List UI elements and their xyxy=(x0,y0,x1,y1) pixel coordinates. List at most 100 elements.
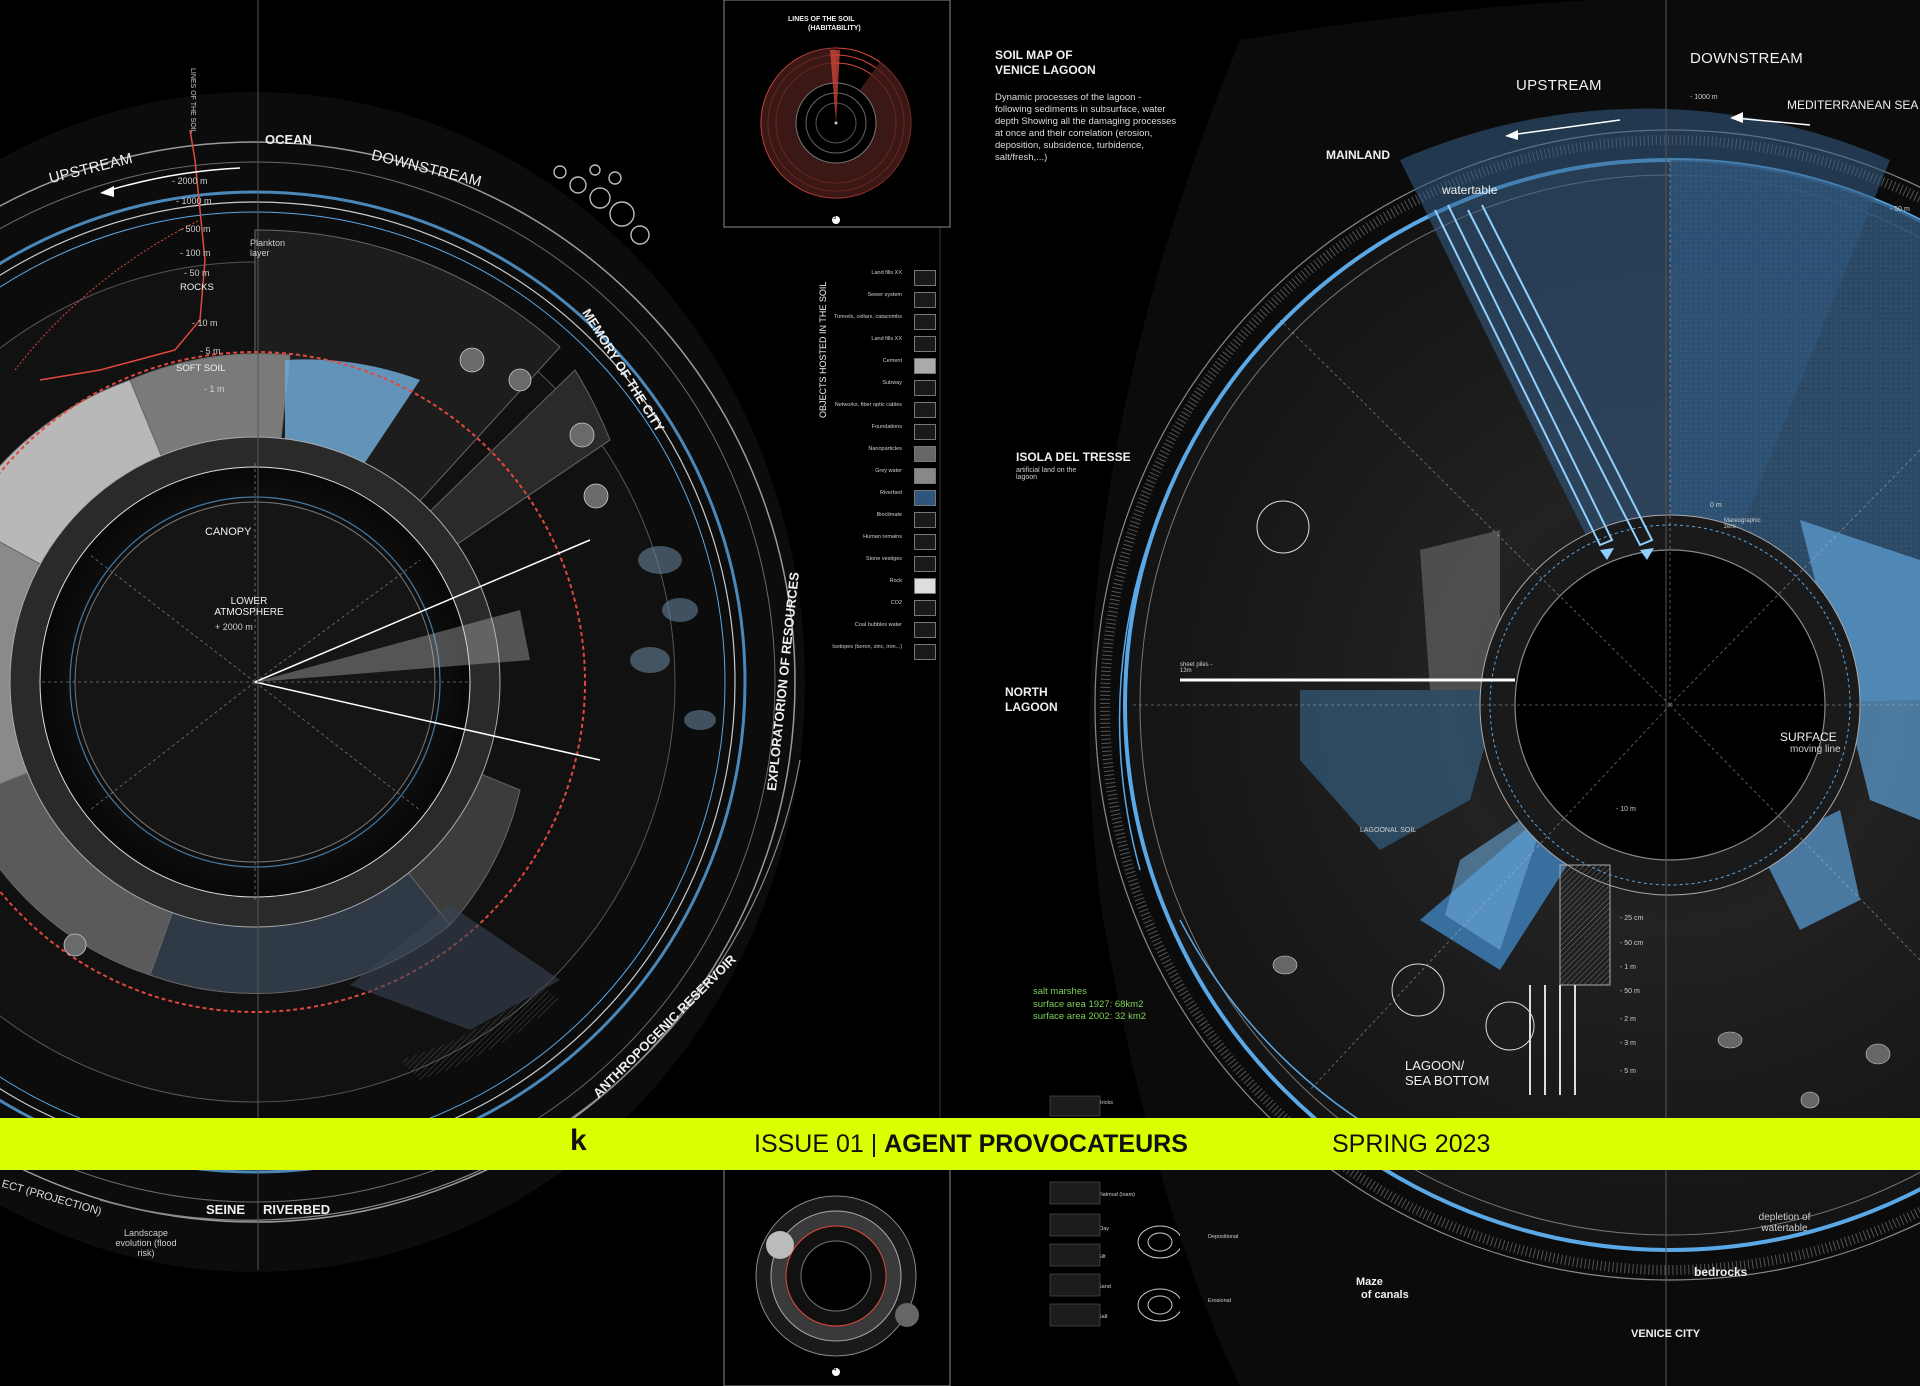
issue-name: AGENT PROVOCATEURS xyxy=(884,1130,1188,1158)
right-depth-3m: - 3 m xyxy=(1620,1040,1636,1047)
legend-item: Human remains xyxy=(696,534,936,550)
mediterranean-label: MEDITERRANEAN SEA xyxy=(1787,98,1919,112)
minus-50-label: - 50 m xyxy=(1890,206,1910,213)
salt-marshes-title: salt marshes xyxy=(1033,986,1087,997)
legend-item: Nanoparticles xyxy=(696,446,936,462)
mainland-label: MAINLAND xyxy=(1326,148,1390,162)
soil-type: Salt xyxy=(1098,1314,1108,1320)
legend-item: Tunnels, cellars, catacombs xyxy=(696,314,936,330)
right-depth-2m: - 2 m xyxy=(1620,1016,1636,1023)
right-depth-10m: - 10 m xyxy=(1616,806,1636,813)
lagoon-bottom-2: SEA BOTTOM xyxy=(1405,1073,1490,1088)
soil-map-title-2: VENICE LAGOON xyxy=(995,63,1096,77)
season-label: SPRING 2023 xyxy=(1332,1130,1491,1158)
depletion-label: depletion of watertable xyxy=(1758,1212,1811,1234)
lines-of-soil-arc: LINES OF THE SOIL xyxy=(189,68,196,134)
depth-500: - 500 m xyxy=(180,224,211,234)
surface-label: SURFACE xyxy=(1780,730,1837,744)
legend-item: Rock xyxy=(696,578,936,594)
canopy-label: CANOPY xyxy=(205,526,252,538)
legend-item: Riverbed xyxy=(696,490,936,506)
top-panel-title-1: LINES OF THE SOIL xyxy=(788,16,855,23)
legend-item: Bioclimate xyxy=(696,512,936,528)
legend-item: Foundations xyxy=(696,424,936,440)
right-soil-map xyxy=(1089,0,1920,1386)
legend-item: Cement xyxy=(696,358,936,374)
issue-title: ISSUE 01 | AGENT PROVOCATEURS xyxy=(754,1130,1188,1159)
right-downstream-label: DOWNSTREAM xyxy=(1690,50,1803,67)
isola-label: ISOLA DEL TRESSE xyxy=(1016,450,1131,464)
depositional-label: Depositional xyxy=(1208,1234,1239,1240)
soil-type: Sand xyxy=(1098,1284,1111,1290)
legend-item: Isotopes (boron, zinc, iron...) xyxy=(696,644,936,660)
minus-1000-label: - 1000 m xyxy=(1690,94,1718,101)
soil-type: Flatmud (loam) xyxy=(1098,1192,1135,1198)
rocks-label: ROCKS xyxy=(180,282,214,293)
soil-type: Silt xyxy=(1098,1254,1106,1260)
soil-map-description: Dynamic processes of the lagoon - follow… xyxy=(995,92,1177,163)
depth-1000: - 1000 m xyxy=(176,196,212,206)
depth-10: - 10 m xyxy=(192,318,218,328)
ocean-label: OCEAN xyxy=(265,132,312,147)
bottom-panel-number: 4 xyxy=(833,1367,837,1373)
salt-marshes-line2: surface area 2002: 32 km2 xyxy=(1033,1011,1147,1022)
left-soil-map xyxy=(0,92,805,1272)
issue-prefix: ISSUE 01 | xyxy=(754,1130,885,1158)
maze-1: Maze xyxy=(1356,1276,1383,1288)
lower-atmosphere-label: LOWER ATMOSPHERE xyxy=(214,596,284,618)
erosional-label: Erosional xyxy=(1208,1298,1231,1304)
salt-marshes-line1: surface area 1927: 68km2 xyxy=(1033,999,1144,1010)
north-lagoon-2: LAGOON xyxy=(1005,700,1058,714)
soft-soil-label: SOFT SOIL xyxy=(176,363,226,374)
right-depth-1m: - 1 m xyxy=(1620,964,1636,971)
bedrocks-label: bedrocks xyxy=(1694,1265,1748,1279)
issue-banner: k ISSUE 01 | AGENT PROVOCATEURS SPRING 2… xyxy=(0,1118,1920,1170)
right-depth-50m: - 50 m xyxy=(1620,988,1640,995)
legend-item: Sewer system xyxy=(696,292,936,308)
depth-50: - 50 m xyxy=(184,268,210,278)
soil-map-title-1: SOIL MAP OF xyxy=(995,48,1073,62)
lagoonal-soil-label: LAGOONAL SOIL xyxy=(1360,827,1417,834)
top-panel-number: 3 xyxy=(833,215,837,221)
right-depth-25cm: - 25 cm xyxy=(1620,915,1644,922)
soil-type: Bricks xyxy=(1098,1100,1113,1106)
bottom-panel-diagram xyxy=(723,1157,951,1386)
seine-label: SEINE xyxy=(206,1202,246,1217)
moving-line-label: moving line xyxy=(1790,744,1841,755)
soil-types-swatches xyxy=(1049,1095,1180,1327)
legend-item: Grey water xyxy=(696,468,936,484)
maze-2: of canals xyxy=(1361,1289,1409,1301)
soil-type: Clay xyxy=(1098,1226,1110,1232)
venice-city-label: VENICE CITY xyxy=(1631,1328,1701,1340)
legend-item: Land fills XX xyxy=(696,270,936,286)
lagoon-bottom-1: LAGOON/ xyxy=(1405,1058,1465,1073)
depth-100: - 100 m xyxy=(180,248,211,258)
north-lagoon-1: NORTH xyxy=(1005,685,1048,699)
depth-5: - 5 m xyxy=(200,346,221,356)
mareographic-label: Mareographic zero xyxy=(1724,518,1761,530)
top-panel-title-2: (HABITABILITY) xyxy=(808,25,861,32)
isola-sub-label: artificial land on the lagoon xyxy=(1016,467,1077,481)
right-upstream-label: UPSTREAM xyxy=(1516,77,1602,94)
legend-item: Coal bubbles water xyxy=(696,622,936,638)
watertable-label: watertable xyxy=(1442,183,1498,197)
legend-item: Networks, fiber optic cables xyxy=(696,402,936,418)
top-panel-diagram xyxy=(723,0,951,228)
legend-item: Land fills XX xyxy=(696,336,936,352)
right-depth-50cm: - 50 cm xyxy=(1620,940,1644,947)
plus-2000-label: + 2000 m xyxy=(215,622,253,632)
right-depth-5m: - 5 m xyxy=(1620,1068,1636,1075)
sheet-piles-label: sheet piles - 13m xyxy=(1180,662,1213,674)
landscape-evolution-label: Landscape evolution (flood risk) xyxy=(115,1228,177,1258)
plankton-label: Plankton layer xyxy=(250,238,286,258)
legend-item: CO2 xyxy=(696,600,936,616)
depth-2000: - 2000 m xyxy=(172,176,208,186)
legend-item: Stone vestiges xyxy=(696,556,936,572)
legend-item: Subway xyxy=(696,380,936,396)
k-logo: k xyxy=(570,1124,587,1157)
zero-m-label: 0 m xyxy=(1710,502,1722,509)
riverbed-label: RIVERBED xyxy=(263,1202,331,1217)
depth-1: - 1 m xyxy=(204,384,225,394)
